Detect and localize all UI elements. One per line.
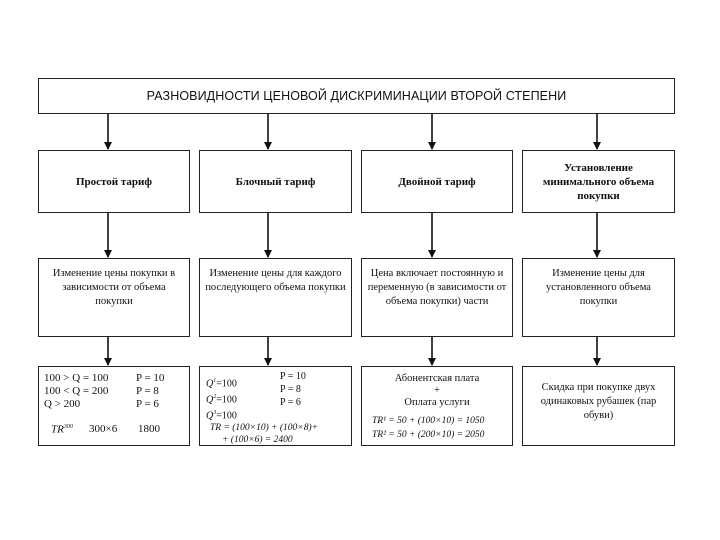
q-line-3: Q3=100 [206,410,237,422]
condition-2: 100 < Q = 200 [44,385,109,397]
tr-expression: 300×6 [89,423,118,435]
header-double-tariff: Двойной тариф [361,150,513,213]
example-block-tariff: Q1=100 Q2=100 Q3=100 P = 10 P = 8 P = 6 … [199,366,352,446]
tr-line-1: TR = (100×10) + (100×8)+ [210,423,319,433]
condition-1: 100 > Q = 100 [44,372,109,384]
example-minimum-volume: Скидка при покупке двух одинаковых рубаш… [522,366,675,446]
tr-formula-2: TR² = 50 + (200×10) = 2050 [372,430,485,440]
plus-sign: + [434,385,440,396]
price-3: P = 6 [136,398,159,410]
condition-3: Q > 200 [44,398,81,410]
example-simple-tariff: 100 > Q = 100 100 < Q = 200 Q > 200 P = … [38,366,190,446]
subscription-fee: Абонентская плата [394,373,480,384]
header-simple-tariff: Простой тариф [38,150,190,213]
description-minimum-volume: Изменение цены для установленного объема… [522,258,675,337]
price-1: P = 10 [136,372,165,384]
example-double-tariff: Абонентская плата + Оплата услуги TR¹ = … [361,366,513,446]
header-minimum-volume: Установление минимального объема покупки [522,150,675,213]
description-simple-tariff: Изменение цены покупки в зависимости от … [38,258,190,337]
tr-formula: TR300 [51,421,73,436]
tr-superscript: 300 [63,424,73,430]
service-fee: Оплата услуги [404,397,470,408]
tr-formula-1: TR¹ = 50 + (100×10) = 1050 [372,416,485,426]
tr-line-2: + (100×6) = 2400 [222,435,293,445]
price-1: P = 10 [280,371,306,382]
header-block-tariff: Блочный тариф [199,150,352,213]
price-2: P = 8 [280,384,301,395]
tr-label: TR [51,423,64,436]
q-line-1: Q1=100 [206,378,237,390]
price-2: P = 8 [136,385,159,397]
q-line-2: Q2=100 [206,394,237,406]
description-block-tariff: Изменение цены для каждого последующего … [199,258,352,337]
description-double-tariff: Цена включает постоянную и переменную (в… [361,258,513,337]
price-3: P = 6 [280,397,301,408]
diagram-title: РАЗНОВИДНОСТИ ЦЕНОВОЙ ДИСКРИМИНАЦИИ ВТОР… [38,78,675,114]
tr-value: 1800 [138,423,160,435]
discount-example: Скидка при покупке двух одинаковых рубаш… [540,382,657,421]
